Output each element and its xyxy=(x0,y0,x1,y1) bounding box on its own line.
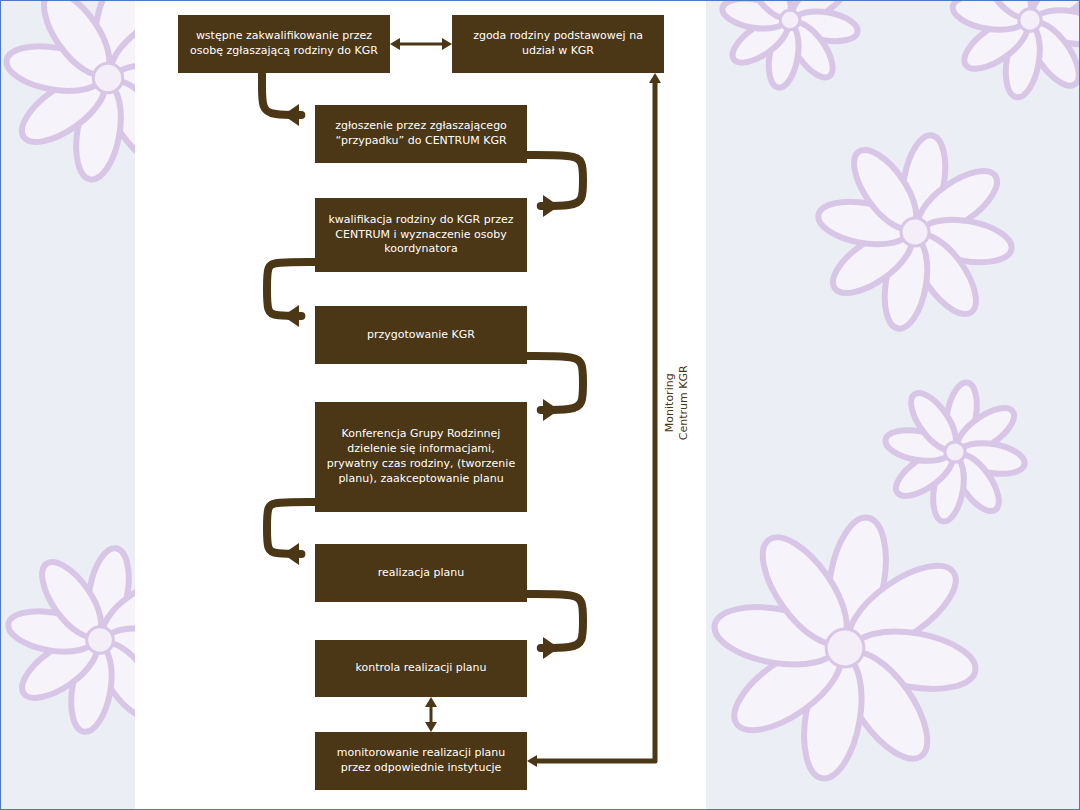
center-panel xyxy=(135,0,706,810)
flow-arrow xyxy=(262,73,301,115)
box-text: Konferencja Grupy Rodzinnej dzielenie si… xyxy=(323,427,519,486)
flow-arrow xyxy=(527,155,583,206)
flower-center xyxy=(901,218,929,246)
process-box: przygotowanie KGR xyxy=(315,306,527,364)
flower xyxy=(815,132,1015,332)
flow-arrow xyxy=(267,262,315,316)
flower-center xyxy=(945,442,965,462)
box-text: wstępne zakwalifikowanie przez osobę zgł… xyxy=(186,29,382,59)
process-box: kwalifikacja rodziny do KGR przez CENTRU… xyxy=(315,198,527,272)
flow-arrow xyxy=(527,594,583,648)
flower xyxy=(720,0,860,90)
flow-arrow xyxy=(430,707,433,722)
flower xyxy=(710,513,980,783)
flower-center xyxy=(1019,9,1041,31)
box-text: kwalifikacja rodziny do KGR przez CENTRU… xyxy=(323,213,519,258)
process-box: kontrola realizacji planu xyxy=(315,640,527,697)
flower xyxy=(883,380,1027,524)
flow-arrow xyxy=(267,502,315,554)
box-text: przygotowanie KGR xyxy=(367,328,475,343)
flower-center xyxy=(87,627,114,654)
process-box: zgłoszenie przez zgłaszającego “przypadk… xyxy=(315,105,527,163)
box-text: kontrola realizacji planu xyxy=(355,661,486,676)
process-box: wstępne zakwalifikowanie przez osobę zgł… xyxy=(178,15,390,73)
flow-arrow xyxy=(400,43,442,46)
box-text: monitorowanie realizacji planu przez odp… xyxy=(323,746,519,776)
box-text: zgoda rodziny podstawowej na udział w KG… xyxy=(460,29,656,59)
process-box: Konferencja Grupy Rodzinnej dzielenie si… xyxy=(315,402,527,512)
box-text: zgłoszenie przez zgłaszającego “przypadk… xyxy=(323,119,519,149)
flower-center xyxy=(780,10,800,30)
process-box: zgoda rodziny podstawowej na udział w KG… xyxy=(452,15,664,73)
process-box: monitorowanie realizacji planu przez odp… xyxy=(315,732,527,790)
flower-center xyxy=(93,63,122,92)
process-box: realizacja planu xyxy=(315,544,527,602)
flower xyxy=(950,0,1080,100)
edge-label: Monitoring Centrum KGR xyxy=(663,357,691,447)
flow-arrow xyxy=(537,83,655,761)
box-text: realizacja planu xyxy=(378,566,464,581)
flower-center xyxy=(826,629,864,667)
flow-arrow xyxy=(527,356,583,410)
